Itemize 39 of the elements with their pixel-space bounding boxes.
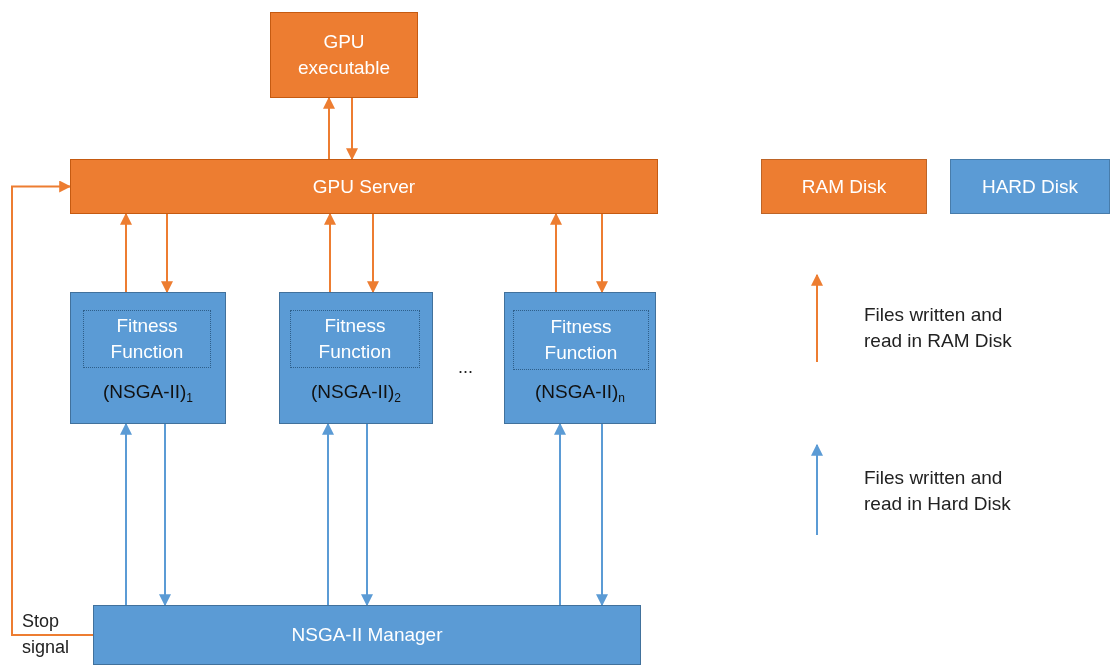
- arrow: [367, 213, 379, 294]
- function-box: [513, 310, 649, 370]
- arrow: [159, 423, 171, 607]
- server-bar: [70, 159, 658, 214]
- edge-label: Stop signal: [22, 610, 71, 659]
- legend-text: Files written and read in RAM Disk: [864, 303, 1013, 353]
- arrow: [323, 96, 335, 160]
- function-box: [290, 310, 420, 368]
- arrow: [596, 213, 608, 294]
- arrow: [550, 212, 562, 293]
- node-text: Fitness Function: [543, 315, 619, 365]
- process-box: [70, 292, 226, 424]
- node-text: (NSGA-II)$_{2}$: [309, 380, 403, 407]
- node-text: GPU Server: [311, 174, 417, 199]
- arrow: [596, 423, 608, 607]
- arrow: [346, 97, 358, 161]
- node-text: (NSGA-II)$_{n}$: [533, 380, 627, 407]
- manager-bar: [93, 605, 641, 665]
- process-box: [270, 12, 418, 98]
- ellipsis-text: ...: [458, 356, 473, 379]
- node-text: (NSGA-II)$_{1}$: [101, 380, 195, 407]
- arrow: [361, 423, 373, 607]
- node-text: Fitness Function: [317, 314, 393, 364]
- process-box: [504, 292, 656, 424]
- node-text: GPU executable: [297, 30, 391, 80]
- arrow: [120, 422, 132, 606]
- legend-text: Files written and read in Hard Disk: [864, 466, 1012, 516]
- node-text: Fitness Function: [109, 314, 185, 364]
- legend-text: RAM Disk: [800, 174, 888, 199]
- function-box: [83, 310, 211, 368]
- arrow: [161, 213, 173, 294]
- node-text: NSGA-II Manager: [290, 623, 444, 647]
- arrow: [324, 212, 336, 293]
- arrow: [554, 422, 566, 606]
- process-box: [279, 292, 433, 424]
- arrow: [322, 422, 334, 606]
- legend-text: HARD Disk: [980, 174, 1080, 199]
- arrow: [11, 180, 94, 636]
- arrow: [120, 212, 132, 293]
